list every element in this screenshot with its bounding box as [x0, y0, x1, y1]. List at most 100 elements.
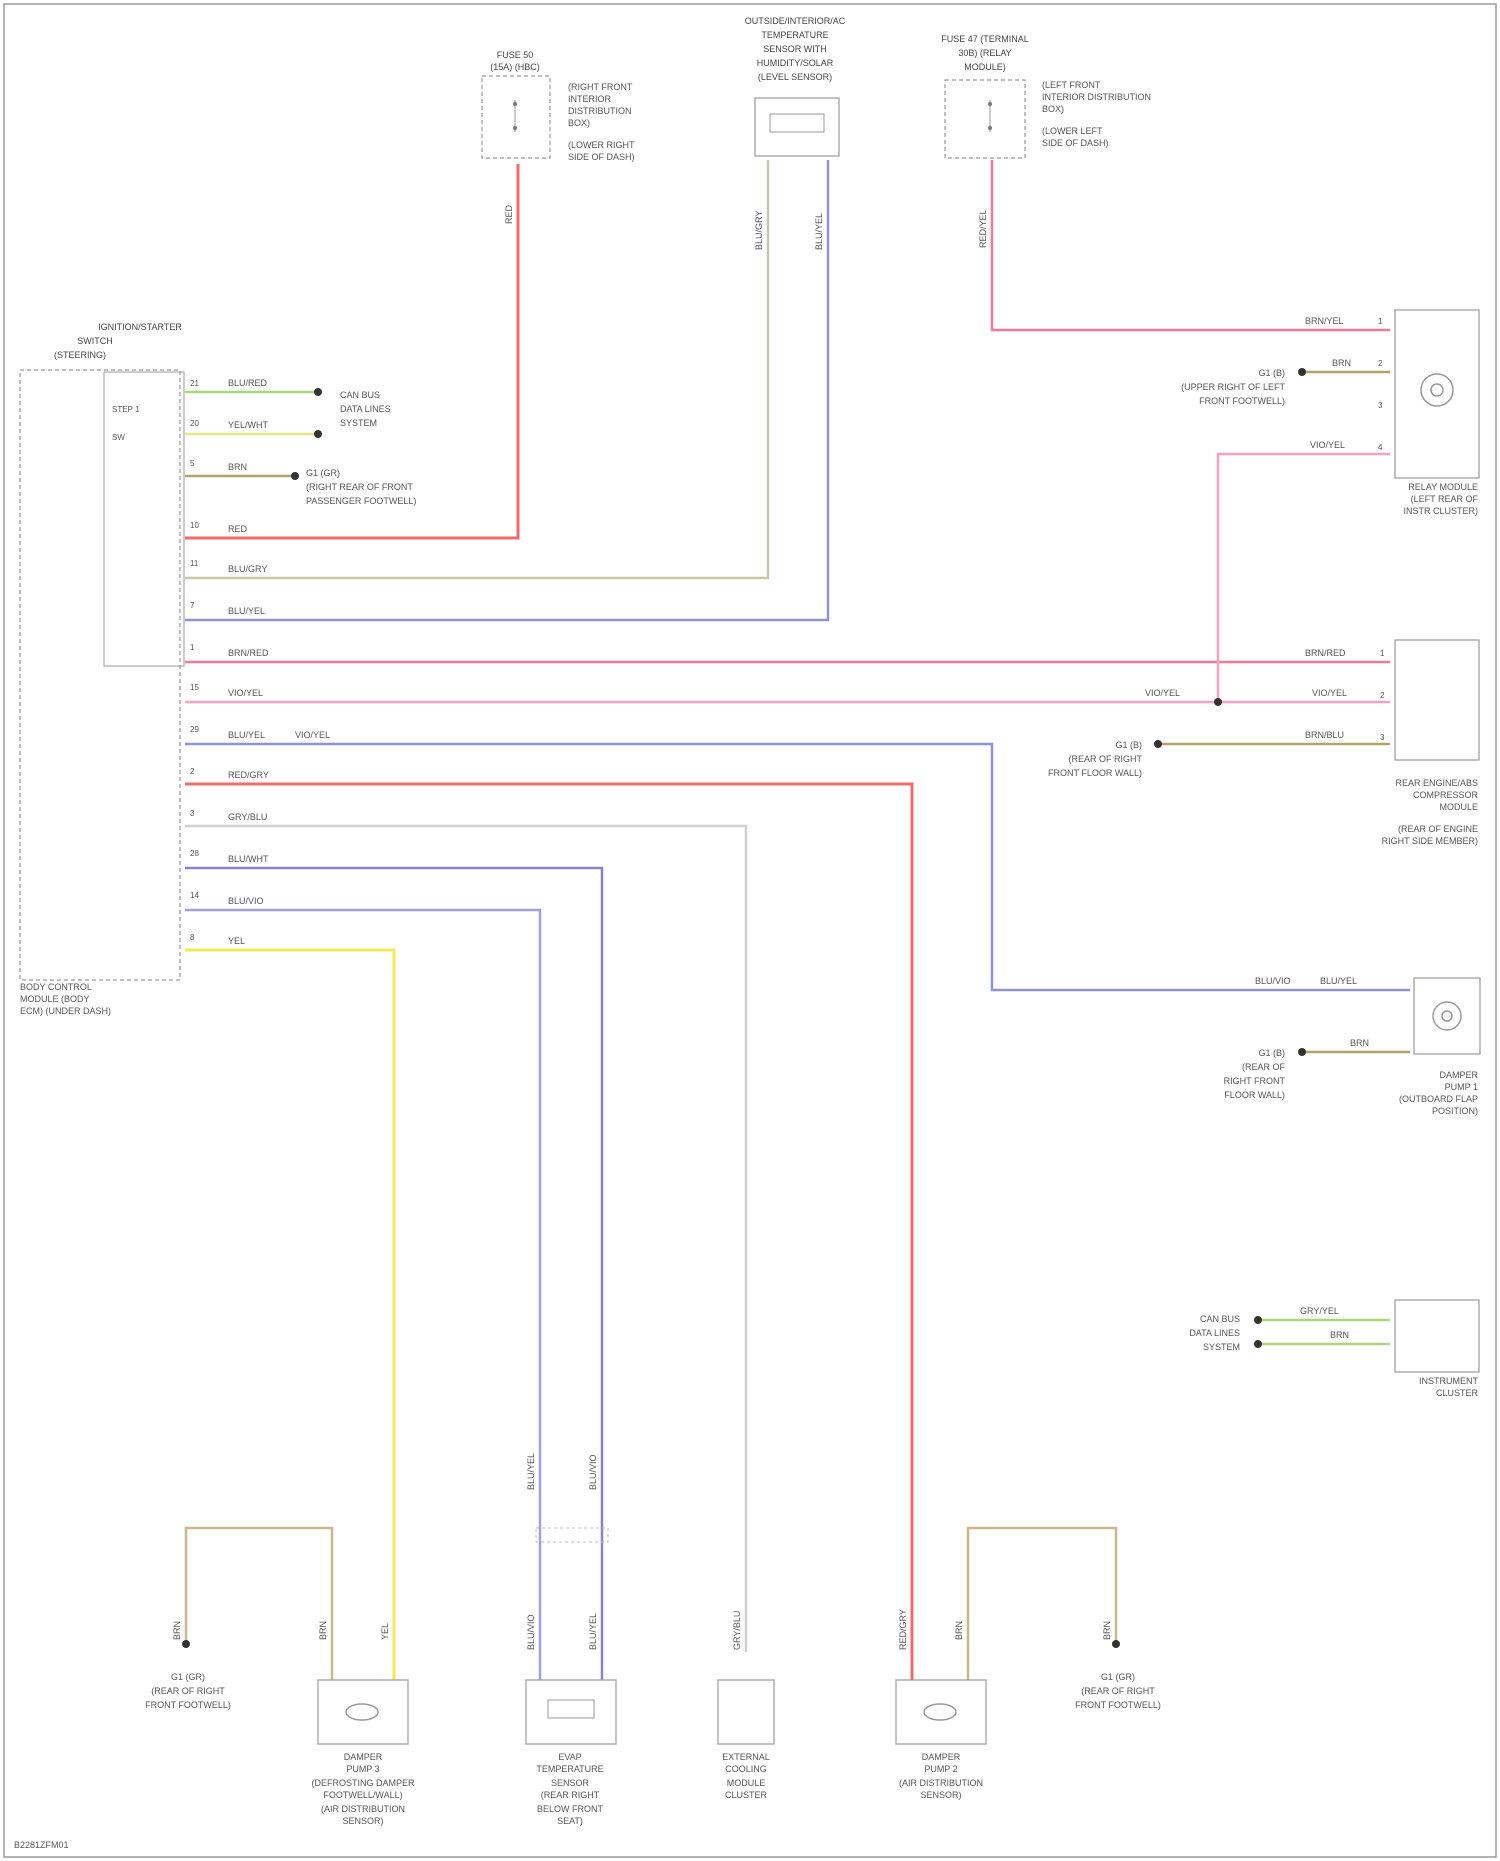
svg-text:SYSTEM: SYSTEM	[1203, 1342, 1240, 1352]
svg-text:FLOOR WALL): FLOOR WALL)	[1224, 1090, 1285, 1100]
svg-text:SIDE OF DASH): SIDE OF DASH)	[568, 152, 635, 162]
svg-text:CLUSTER: CLUSTER	[725, 1790, 768, 1800]
temperature-sensor-top: OUTSIDE/INTERIOR/AC TEMPERATURE SENSOR W…	[745, 16, 846, 156]
external-cooling-module: EXTERNAL COOLING MODULE CLUSTER	[718, 1680, 774, 1800]
svg-text:DATA LINES: DATA LINES	[340, 404, 391, 414]
ground-g1-bottom-left: G1 (GR) (REAR OF RIGHT FRONT FOOTWELL)	[145, 1672, 231, 1710]
evap-temperature-sensor: EVAP TEMPERATURE SENSOR (REAR RIGHT BELO…	[526, 1680, 616, 1826]
svg-text:BRN/BLU: BRN/BLU	[1305, 730, 1344, 740]
svg-text:BRN: BRN	[1102, 1621, 1112, 1640]
svg-text:CAN BUS: CAN BUS	[1200, 1314, 1240, 1324]
svg-text:BLU/VIO: BLU/VIO	[588, 1454, 598, 1490]
svg-text:FOOTWELL/WALL): FOOTWELL/WALL)	[323, 1790, 402, 1800]
svg-text:BRN/RED: BRN/RED	[228, 648, 269, 658]
svg-text:VIO/YEL: VIO/YEL	[228, 688, 263, 698]
svg-text:BRN/YEL: BRN/YEL	[1305, 316, 1344, 326]
damper-pump-left: DAMPER PUMP 3 (DEFROSTING DAMPER FOOTWEL…	[311, 1680, 415, 1826]
svg-text:DAMPER: DAMPER	[922, 1752, 961, 1762]
svg-text:PUMP 3: PUMP 3	[346, 1764, 379, 1774]
svg-text:HUMIDITY/SOLAR: HUMIDITY/SOLAR	[757, 58, 834, 68]
svg-text:PUMP 1: PUMP 1	[1445, 1082, 1478, 1092]
svg-text:VIO/YEL: VIO/YEL	[1310, 440, 1345, 450]
svg-text:G1 (GR): G1 (GR)	[171, 1672, 205, 1682]
svg-text:RED/GRY: RED/GRY	[898, 1609, 908, 1650]
wire-fuse-relay	[992, 160, 1390, 330]
svg-text:(REAR OF RIGHT: (REAR OF RIGHT	[1081, 1686, 1155, 1696]
svg-text:MODULE: MODULE	[1439, 802, 1478, 812]
svg-text:29: 29	[190, 725, 199, 734]
svg-text:BODY CONTROL: BODY CONTROL	[20, 982, 92, 992]
wire-ground-damper-left	[186, 1528, 332, 1690]
svg-text:(AIR DISTRIBUTION: (AIR DISTRIBUTION	[899, 1778, 983, 1788]
svg-text:BRN: BRN	[228, 462, 247, 472]
svg-text:MODULE: MODULE	[727, 1778, 766, 1788]
ground-g1-right-top: G1 (B) (UPPER RIGHT OF LEFT FRONT FOOTWE…	[1181, 368, 1285, 406]
svg-text:5: 5	[190, 459, 195, 468]
ground-g1-left: G1 (GR) (RIGHT REAR OF FRONT PASSENGER F…	[306, 468, 416, 506]
svg-text:BRN: BRN	[1332, 358, 1351, 368]
body-control-module: IGNITION/STARTER SWITCH (STEERING) STEP …	[20, 322, 184, 1016]
svg-text:BRN: BRN	[318, 1621, 328, 1640]
can-bus-right: CAN BUS DATA LINES SYSTEM	[1189, 1314, 1240, 1352]
svg-text:PUMP 2: PUMP 2	[924, 1764, 957, 1774]
svg-text:SENSOR): SENSOR)	[920, 1790, 961, 1800]
svg-text:BLU/VIO: BLU/VIO	[526, 1614, 536, 1650]
svg-text:RED: RED	[504, 204, 514, 224]
svg-text:PASSENGER FOOTWELL): PASSENGER FOOTWELL)	[306, 496, 416, 506]
svg-text:CLUSTER: CLUSTER	[1436, 1388, 1479, 1398]
svg-text:2: 2	[1380, 691, 1385, 700]
svg-text:30B) (RELAY: 30B) (RELAY	[958, 48, 1011, 58]
svg-text:POSITION): POSITION)	[1432, 1106, 1478, 1116]
svg-text:14: 14	[190, 891, 199, 900]
svg-text:RED/YEL: RED/YEL	[978, 209, 988, 248]
svg-text:YEL: YEL	[228, 936, 245, 946]
svg-text:BLU/YEL: BLU/YEL	[588, 1613, 598, 1650]
svg-text:(RIGHT FRONT: (RIGHT FRONT	[568, 82, 633, 92]
svg-text:BLU/YEL: BLU/YEL	[526, 1453, 536, 1490]
ground-g1-bottom-right: G1 (GR) (REAR OF RIGHT FRONT FOOTWELL)	[1075, 1672, 1161, 1710]
svg-text:G1 (GR): G1 (GR)	[306, 468, 340, 478]
svg-text:INTERIOR: INTERIOR	[568, 94, 612, 104]
svg-text:1: 1	[1380, 649, 1385, 658]
svg-text:15: 15	[190, 683, 199, 692]
svg-text:BLU/WHT: BLU/WHT	[228, 854, 269, 864]
top-wire-labels: RED BLU/GRY BLU/YEL RED/YEL	[504, 204, 988, 250]
svg-text:G1 (B): G1 (B)	[1258, 368, 1285, 378]
svg-text:FUSE 47 (TERMINAL: FUSE 47 (TERMINAL	[941, 34, 1029, 44]
svg-text:(LOWER RIGHT: (LOWER RIGHT	[568, 140, 635, 150]
svg-text:G1 (B): G1 (B)	[1258, 1048, 1285, 1058]
svg-text:(OUTBOARD FLAP: (OUTBOARD FLAP	[1399, 1094, 1478, 1104]
svg-text:1: 1	[190, 643, 195, 652]
svg-text:FUSE 50: FUSE 50	[497, 50, 534, 60]
wire-ground-damper-mid	[968, 1528, 1116, 1690]
svg-text:G1 (GR): G1 (GR)	[1101, 1672, 1135, 1682]
svg-text:G1 (B): G1 (B)	[1115, 740, 1142, 750]
svg-text:(DEFROSTING DAMPER: (DEFROSTING DAMPER	[311, 1778, 415, 1788]
svg-text:(REAR OF RIGHT: (REAR OF RIGHT	[151, 1686, 225, 1696]
svg-text:STEP 1: STEP 1	[112, 405, 140, 414]
ground-g1-right-low: G1 (B) (REAR OF RIGHT FRONT FLOOR WALL)	[1224, 1048, 1286, 1100]
svg-text:(RIGHT REAR OF FRONT: (RIGHT REAR OF FRONT	[306, 482, 413, 492]
svg-text:11: 11	[190, 559, 199, 568]
svg-text:SYSTEM: SYSTEM	[340, 418, 377, 428]
svg-text:EVAP: EVAP	[558, 1752, 581, 1762]
svg-text:BOX): BOX)	[568, 118, 590, 128]
svg-text:BLU/YEL: BLU/YEL	[814, 213, 824, 250]
instrument-cluster: INSTRUMENT CLUSTER	[1395, 1300, 1479, 1398]
svg-text:YEL/WHT: YEL/WHT	[228, 420, 269, 430]
svg-text:RED: RED	[228, 524, 248, 534]
svg-text:MODULE): MODULE)	[964, 62, 1006, 72]
svg-text:BRN: BRN	[172, 1621, 182, 1640]
svg-text:4: 4	[1378, 443, 1383, 452]
svg-text:COMPRESSOR: COMPRESSOR	[1413, 790, 1479, 800]
svg-text:28: 28	[190, 849, 199, 858]
svg-text:IGNITION/STARTER: IGNITION/STARTER	[98, 322, 182, 332]
svg-text:(UPPER RIGHT OF LEFT: (UPPER RIGHT OF LEFT	[1181, 382, 1285, 392]
svg-text:FRONT FLOOR WALL): FRONT FLOOR WALL)	[1048, 768, 1142, 778]
svg-text:GRY/BLU: GRY/BLU	[732, 1611, 742, 1650]
svg-text:(STEERING): (STEERING)	[54, 350, 106, 360]
svg-text:(LEFT REAR OF: (LEFT REAR OF	[1411, 494, 1479, 504]
svg-text:SIDE OF DASH): SIDE OF DASH)	[1042, 138, 1109, 148]
svg-text:VIO/YEL: VIO/YEL	[1145, 688, 1180, 698]
